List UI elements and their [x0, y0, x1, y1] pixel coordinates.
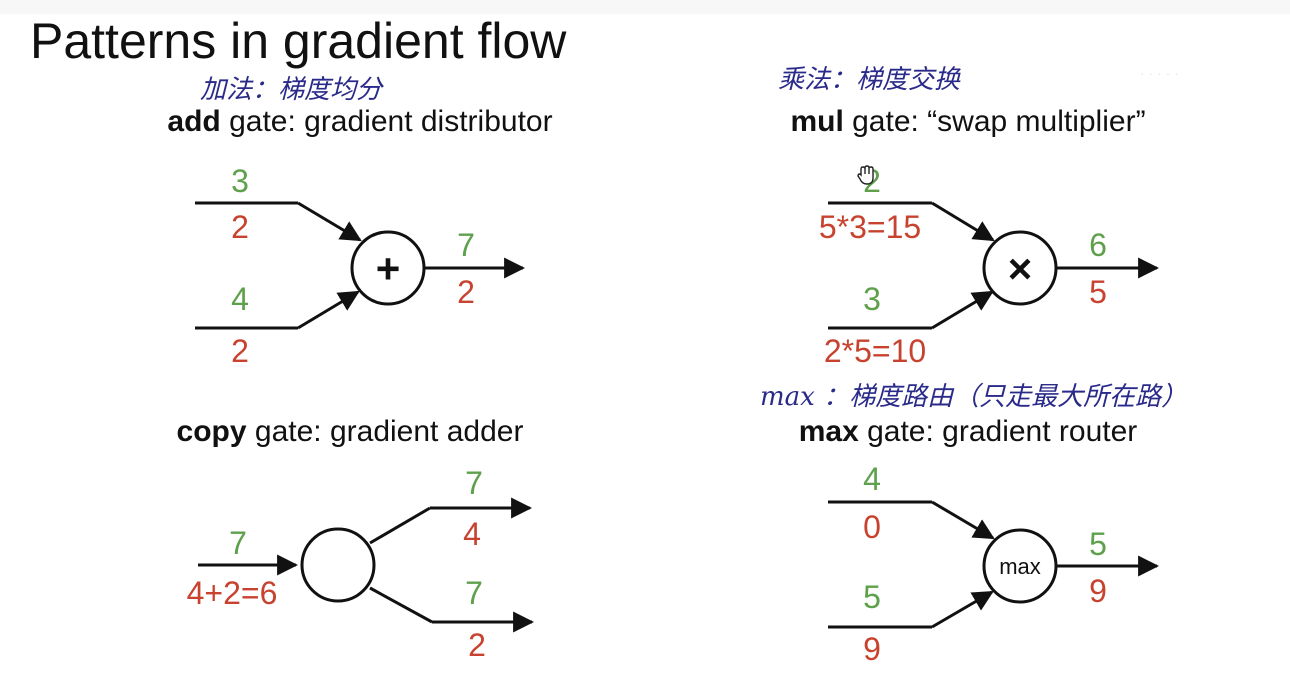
- add-out-forward: 7: [457, 227, 475, 263]
- mul-gate-section: 乘法：梯度交换 mul gate: “swap multiplier” × 2 …: [778, 65, 1160, 369]
- mul-out-forward: 6: [1089, 227, 1107, 263]
- mul-node: [982, 230, 1058, 306]
- copy-out1-diag: [369, 506, 431, 545]
- max-in2-arrow: [931, 590, 994, 629]
- copy-in-forward: 7: [229, 525, 247, 561]
- add-in1-gradient: 2: [231, 209, 249, 245]
- max-in1-forward: 4: [863, 461, 881, 497]
- add-in1-arrow: [297, 201, 362, 242]
- mul-out-gradient: 5: [1089, 274, 1107, 310]
- max-in1-gradient: 0: [863, 509, 881, 545]
- copy-out2-gradient: 2: [468, 627, 486, 663]
- add-operator: +: [376, 245, 401, 292]
- max-gate-note: max ：梯度路由（只走最大所在路）: [760, 382, 1187, 412]
- mul-in1-arrow: [931, 201, 995, 242]
- add-gate-note: 加法：梯度均分: [200, 75, 384, 105]
- mul-in2-arrow: [931, 290, 994, 330]
- mul-gate-title: mul gate: “swap multiplier”: [790, 105, 1145, 138]
- add-in2-forward: 4: [231, 281, 249, 317]
- mul-gate-note: 乘法：梯度交换: [778, 65, 961, 95]
- max-gate-section: max ：梯度路由（只走最大所在路） max gate: gradient ro…: [760, 382, 1187, 667]
- top-bar: [0, 0, 1290, 14]
- add-in2-gradient: 2: [231, 333, 249, 369]
- max-node: [982, 528, 1058, 604]
- max-out-gradient: 9: [1089, 573, 1107, 609]
- max-out-forward: 5: [1089, 526, 1107, 562]
- max-in1-arrow: [931, 500, 995, 540]
- add-in1-forward: 3: [231, 163, 249, 199]
- copy-in-gradient: 4+2=6: [187, 575, 278, 611]
- add-gate-title: add gate: gradient distributor: [167, 105, 552, 138]
- add-gate-section: 加法：梯度均分 add gate: gradient distributor +…: [167, 75, 552, 369]
- hand-cursor-icon: [857, 165, 874, 185]
- add-in2-arrow: [297, 290, 360, 330]
- mul-operator: ×: [1008, 245, 1033, 292]
- mul-in2-forward: 3: [863, 281, 881, 317]
- add-out-gradient: 2: [457, 274, 475, 310]
- slide-title: Patterns in gradient flow: [30, 13, 567, 69]
- mul-in1-gradient: 5*3=15: [819, 209, 921, 245]
- copy-out2-forward: 7: [465, 575, 483, 611]
- copy-out1-gradient: 4: [463, 516, 481, 552]
- copy-gate-title: copy gate: gradient adder: [177, 415, 524, 448]
- max-gate-title: max gate: gradient router: [799, 415, 1138, 448]
- watermark: · · · · ·: [1140, 65, 1179, 81]
- add-node: [350, 230, 426, 306]
- copy-out2-diag: [369, 586, 433, 624]
- max-operator: max: [999, 554, 1041, 579]
- copy-node: [300, 527, 376, 603]
- copy-out1-forward: 7: [465, 465, 483, 501]
- copy-gate-section: copy gate: gradient adder 7 4+2=6 7 4 7 …: [177, 415, 535, 663]
- mul-in2-gradient: 2*5=10: [824, 333, 926, 369]
- max-in2-forward: 5: [863, 579, 881, 615]
- max-in2-gradient: 9: [863, 631, 881, 667]
